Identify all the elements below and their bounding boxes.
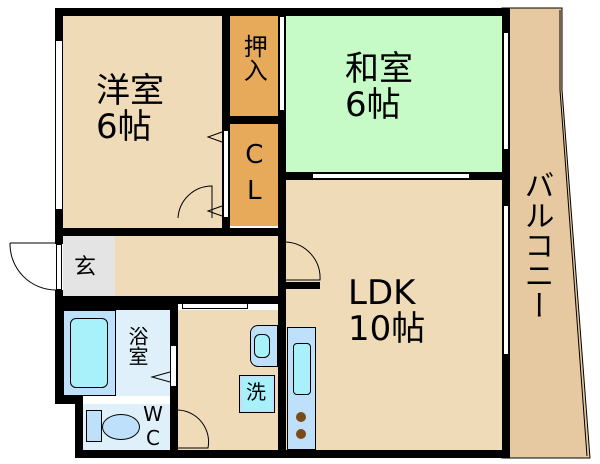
room-size: 10帖 xyxy=(348,308,426,349)
entrance-floor xyxy=(63,236,115,296)
entrance-label: 玄 xyxy=(74,255,97,280)
wall xyxy=(55,302,178,310)
cl-closet xyxy=(230,124,278,226)
wall xyxy=(286,282,320,289)
sliding-door[interactable] xyxy=(279,16,285,111)
western-room-door[interactable] xyxy=(177,185,213,219)
window xyxy=(503,205,509,355)
wall xyxy=(75,396,83,458)
toilet-bowl xyxy=(102,414,140,440)
ldk-door[interactable] xyxy=(285,241,321,281)
wall xyxy=(55,296,286,304)
toilet-label: WC xyxy=(141,402,165,450)
ldk-label: LDK 10帖 xyxy=(348,273,426,349)
cl-door[interactable] xyxy=(223,130,229,218)
wall xyxy=(55,290,63,404)
entrance-door[interactable] xyxy=(9,242,57,291)
room-name: LDK xyxy=(348,273,416,313)
oshiire-label: 押入 xyxy=(239,34,268,82)
entrance-door-opening[interactable] xyxy=(56,244,62,290)
window xyxy=(503,32,509,150)
western-room-floor xyxy=(63,16,223,228)
wall xyxy=(55,228,286,236)
cl-label: CL xyxy=(239,140,270,212)
washbasin-bowl xyxy=(254,334,270,358)
kitchen-sink xyxy=(293,343,311,395)
balcony-label: バルコニー xyxy=(518,170,554,320)
western-room-label: 洋室 6帖 xyxy=(96,71,164,147)
sliding-door[interactable] xyxy=(182,303,248,309)
room-name: 洋室 xyxy=(96,71,164,111)
japanese-room-floor xyxy=(286,16,502,172)
stove-burner-icon xyxy=(296,412,306,422)
oshiire-closet xyxy=(230,16,278,116)
wall xyxy=(230,116,278,124)
washer-space xyxy=(239,375,275,413)
japanese-room-label: 和室 6帖 xyxy=(345,49,413,125)
ldk-floor xyxy=(286,180,502,450)
toilet-door[interactable] xyxy=(177,409,210,449)
window xyxy=(55,40,63,210)
hallway-floor xyxy=(115,236,278,296)
bath-door[interactable] xyxy=(170,345,177,387)
room-name: 和室 xyxy=(345,49,413,89)
room-size: 6帖 xyxy=(96,106,152,147)
wall xyxy=(75,450,510,458)
room-size: 6帖 xyxy=(345,84,401,125)
washer-label: 洗 xyxy=(246,380,266,404)
bathtub-basin xyxy=(70,318,108,388)
sliding-door[interactable] xyxy=(312,173,470,179)
wall xyxy=(55,396,83,404)
toilet-tank xyxy=(86,410,102,442)
bath-label: 浴室 xyxy=(125,326,149,366)
wall xyxy=(222,8,230,236)
stove-burner-icon xyxy=(296,429,306,439)
